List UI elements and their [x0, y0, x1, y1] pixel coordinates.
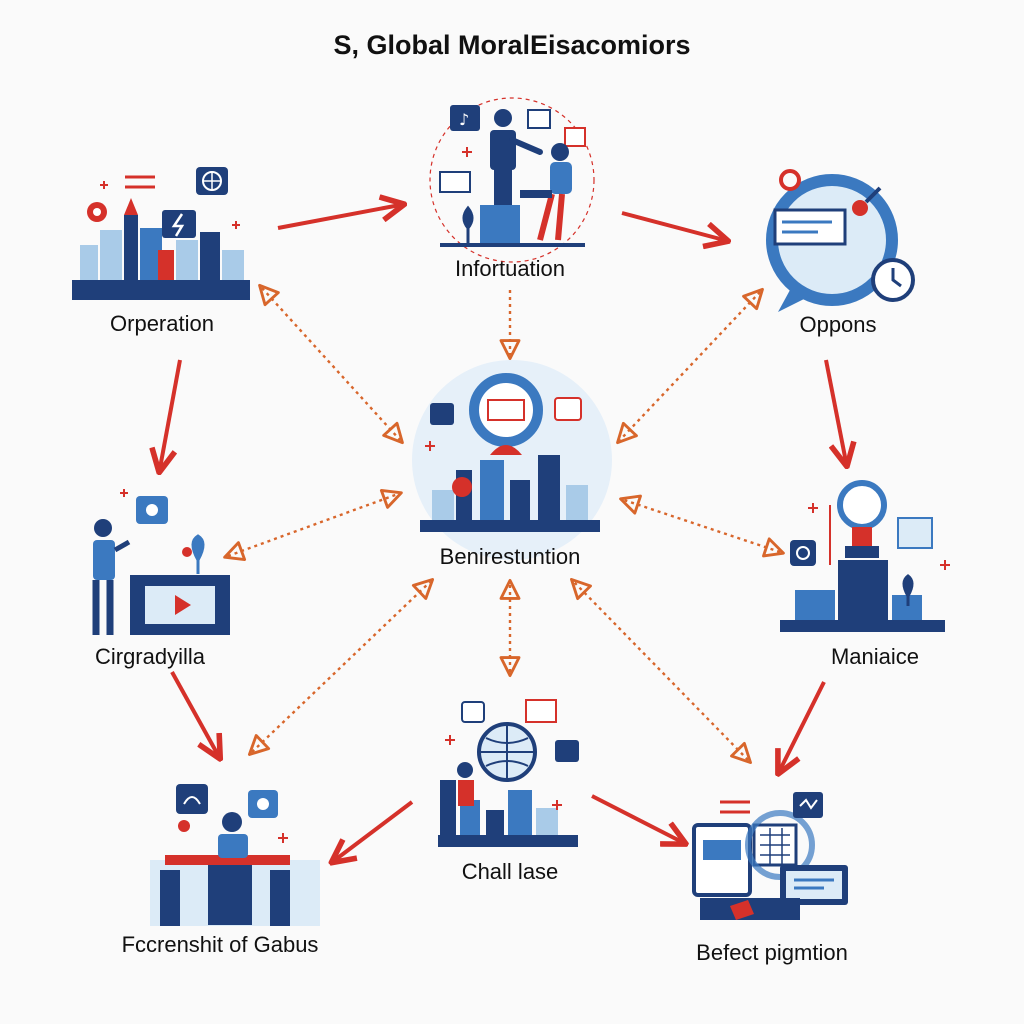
node-label-benirestuntion: Benirestuntion	[440, 544, 581, 569]
edge-oppons-to-maniaice	[824, 359, 846, 462]
node-label-fccrenshit: Fccrenshit of Gabus	[122, 932, 319, 957]
cirgradyilla-icon	[92, 489, 230, 635]
node-label-infortuation: Infortuation	[455, 256, 565, 281]
chall-lase-icon	[438, 699, 579, 847]
edges-layer	[160, 205, 846, 860]
edge-cirgradyilla-to-fccrenshit	[170, 671, 218, 755]
edge-orperation-to-infortuation	[277, 205, 400, 230]
oppons-icon	[766, 169, 915, 312]
diagram-title: S, Global MoralEisacomiors	[333, 30, 691, 60]
edge-cirgradyilla-to-benirestuntion	[223, 489, 403, 561]
node-label-maniaice: Maniaice	[831, 644, 919, 669]
edge-maniaice-to-befect	[780, 681, 826, 770]
edge-fccrenshit-to-benirestuntion	[247, 578, 435, 756]
edge-chall-lase-to-fccrenshit	[335, 800, 414, 860]
node-label-cirgradyilla: Cirgradyilla	[95, 644, 206, 669]
maniaice-icon	[780, 480, 950, 632]
edge-oppons-to-benirestuntion	[616, 287, 764, 445]
node-label-oppons: Oppons	[799, 312, 876, 337]
edge-orperation-to-cirgradyilla	[160, 359, 182, 468]
edge-orperation-to-benirestuntion	[258, 283, 404, 445]
infortuation-icon: ♪	[429, 97, 595, 263]
node-label-chall-lase: Chall lase	[462, 859, 559, 884]
node-label-orperation: Orperation	[110, 311, 214, 336]
fccrenshit-icon	[150, 784, 320, 926]
edge-befect-to-benirestuntion	[570, 577, 752, 765]
node-label-befect: Befect pigmtion	[696, 940, 848, 965]
svg-text:♪: ♪	[459, 110, 469, 129]
befect-icon	[692, 792, 848, 920]
edge-maniaice-to-benirestuntion	[619, 494, 785, 558]
edge-chall-lase-to-befect	[591, 794, 682, 842]
orperation-icon	[72, 167, 250, 300]
benirestuntion-icon	[412, 360, 612, 560]
edge-infortuation-to-oppons	[621, 211, 724, 240]
